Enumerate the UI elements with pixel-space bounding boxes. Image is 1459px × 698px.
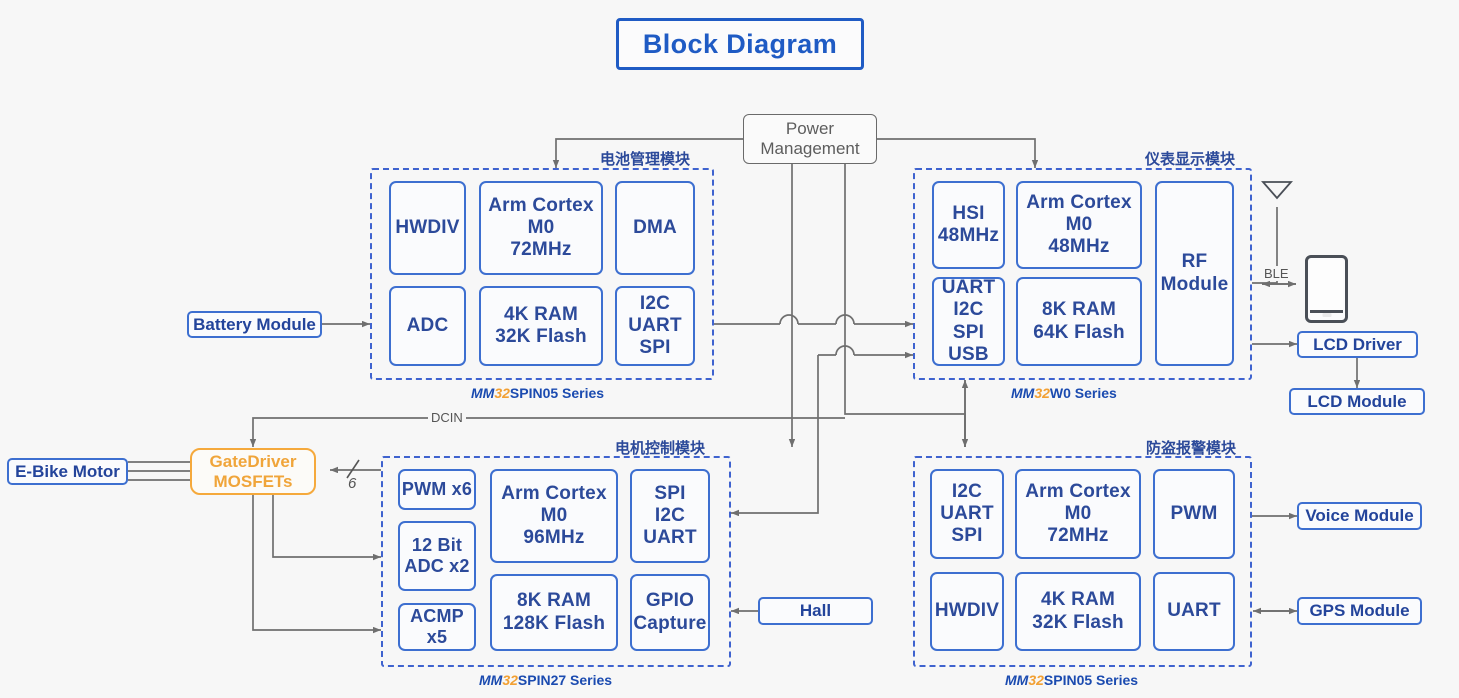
footer-series: SPIN27 Series (517, 672, 613, 688)
footer-series: SPIN05 Series (1043, 672, 1139, 688)
battery-comms-block[interactable]: I2C UART SPI (615, 286, 695, 366)
phone-home-button (1322, 313, 1331, 317)
battery-cpu-block[interactable]: Arm Cortex M0 72MHz (479, 181, 603, 275)
antitheft-cpu-block[interactable]: Arm Cortex M0 72MHz (1015, 469, 1141, 559)
group-footer-battery-management: MM32SPIN05 Series (471, 385, 604, 401)
footer-32: 32 (494, 385, 510, 401)
power-management-block[interactable]: Power Management (743, 114, 877, 164)
motor-acmp-block[interactable]: ACMP x5 (398, 603, 476, 651)
motor-pwm-block[interactable]: PWM x6 (398, 469, 476, 510)
instrument-cpu-block[interactable]: Arm Cortex M0 48MHz (1016, 181, 1142, 269)
ebike-motor-block[interactable]: E-Bike Motor (7, 458, 128, 485)
voice-module-block[interactable]: Voice Module (1297, 502, 1422, 530)
battery-memory-block[interactable]: 4K RAM 32K Flash (479, 286, 603, 366)
group-footer-antitheft-alarm: MM32SPIN05 Series (1005, 672, 1138, 688)
page-title: Block Diagram (616, 18, 864, 70)
lcd-module-block[interactable]: LCD Module (1289, 388, 1425, 415)
gate-driver-mosfets-block[interactable]: GateDriver MOSFETs (190, 448, 316, 495)
motor-adc-block[interactable]: 12 Bit ADC x2 (398, 521, 476, 591)
battery-adc-block[interactable]: ADC (389, 286, 466, 366)
group-instrument-display (913, 168, 1252, 380)
group-title-motor-control: 电机控制模块 (615, 440, 706, 457)
antitheft-pwm-block[interactable]: PWM (1153, 469, 1235, 559)
antitheft-memory-block[interactable]: 4K RAM 32K Flash (1015, 572, 1141, 651)
footer-series: SPIN05 Series (509, 385, 605, 401)
group-motor-control (381, 456, 731, 667)
battery-hwdiv-block[interactable]: HWDIV (389, 181, 466, 275)
footer-32: 32 (1028, 672, 1044, 688)
footer-mm: MM (1005, 672, 1029, 688)
group-title-instrument-display: 仪表显示模块 (1145, 151, 1236, 168)
antenna-icon (1261, 181, 1293, 200)
footer-32: 32 (502, 672, 518, 688)
instrument-hsi-block[interactable]: HSI 48MHz (932, 181, 1005, 269)
group-footer-instrument-display: MM32W0 Series (1011, 385, 1117, 401)
group-footer-motor-control: MM32SPIN27 Series (479, 672, 612, 688)
antitheft-hwdiv-block[interactable]: HWDIV (930, 572, 1004, 651)
battery-dma-block[interactable]: DMA (615, 181, 695, 275)
antitheft-comms-block[interactable]: I2C UART SPI (930, 469, 1004, 559)
gps-module-block[interactable]: GPS Module (1297, 597, 1422, 625)
motor-gpio-block[interactable]: GPIO Capture (630, 574, 710, 651)
footer-mm: MM (479, 672, 503, 688)
footer-series: W0 Series (1049, 385, 1117, 401)
antitheft-uart-block[interactable]: UART (1153, 572, 1235, 651)
footer-mm: MM (1011, 385, 1035, 401)
motor-comms-block[interactable]: SPI I2C UART (630, 469, 710, 563)
instrument-rf-module-block[interactable]: RF Module (1155, 181, 1234, 366)
instrument-comms-block[interactable]: UART I2C SPI USB (932, 277, 1005, 366)
footer-mm: MM (471, 385, 495, 401)
six-phase-denominator: 6 (348, 475, 357, 492)
motor-cpu-block[interactable]: Arm Cortex M0 96MHz (490, 469, 618, 563)
motor-memory-block[interactable]: 8K RAM 128K Flash (490, 574, 618, 651)
hall-sensor-block[interactable]: Hall (758, 597, 873, 625)
ble-label: BLE (1261, 266, 1292, 281)
group-battery-management (370, 168, 714, 380)
smartphone-icon (1305, 255, 1348, 323)
group-title-antitheft-alarm: 防盗报警模块 (1146, 440, 1237, 457)
footer-32: 32 (1034, 385, 1050, 401)
lcd-driver-block[interactable]: LCD Driver (1297, 331, 1418, 358)
battery-module-block[interactable]: Battery Module (187, 311, 322, 338)
phone-screen (1310, 260, 1343, 313)
dcin-label: DCIN (428, 410, 466, 425)
group-antitheft-alarm (913, 456, 1252, 667)
instrument-memory-block[interactable]: 8K RAM 64K Flash (1016, 277, 1142, 366)
group-title-battery-management: 电池管理模块 (600, 151, 691, 168)
